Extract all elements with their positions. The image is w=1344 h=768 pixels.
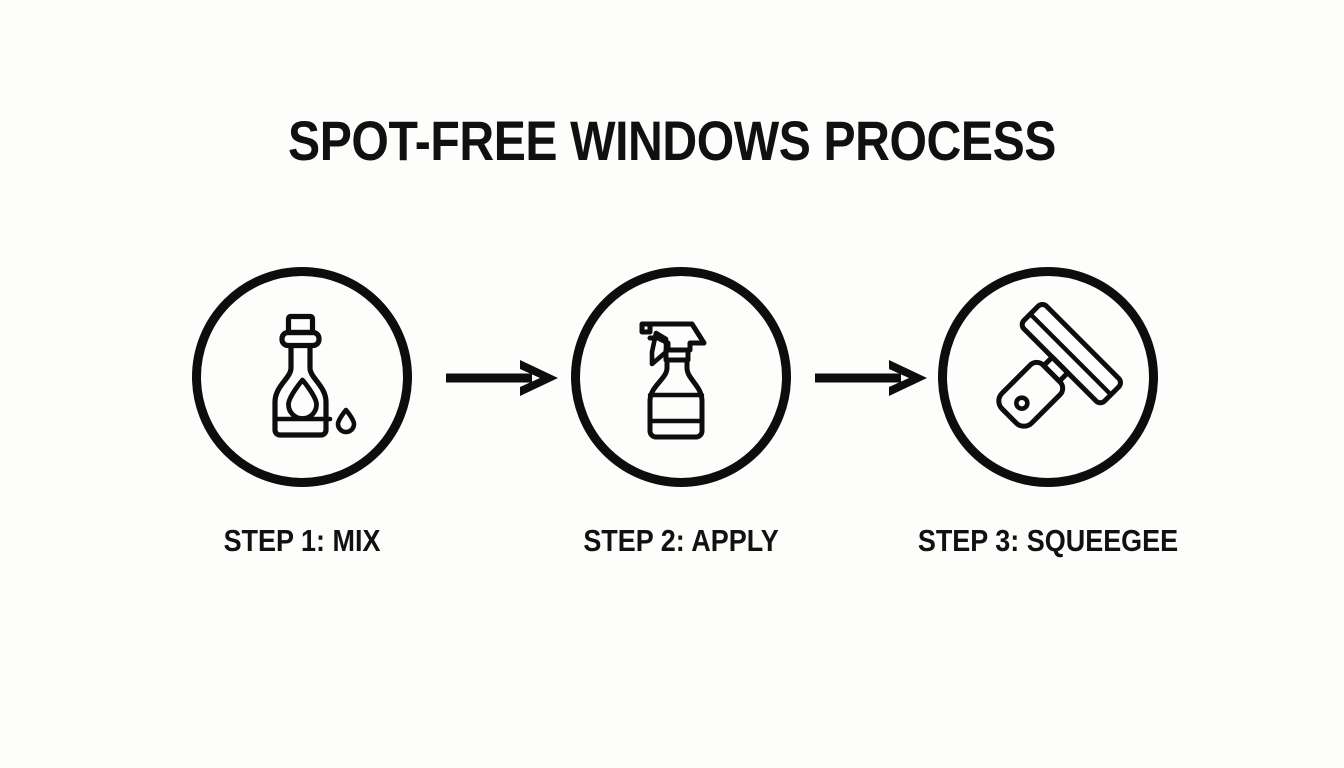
solution-bottle-with-droplet-icon [227, 302, 377, 452]
step-1-label: STEP 1: MIX [223, 523, 381, 558]
step-2-circle-frame [571, 267, 791, 487]
process-step-3[interactable] [938, 267, 1158, 487]
arrow-right-icon [446, 355, 564, 401]
process-steps-row [0, 267, 1344, 487]
step-1-circle-frame [192, 267, 412, 487]
step-3-circle-frame [938, 267, 1158, 487]
spray-bottle-icon [606, 302, 756, 452]
step-3-label: STEP 3: SQUEEGEE [917, 523, 1179, 558]
step-2-label: STEP 2: APPLY [583, 523, 779, 558]
arrow-right-icon [815, 355, 933, 401]
process-step-1[interactable] [192, 267, 412, 487]
page-title: SPOT-FREE WINDOWS PROCESS [288, 109, 1056, 172]
process-step-2[interactable] [571, 267, 791, 487]
squeegee-icon [973, 302, 1123, 452]
